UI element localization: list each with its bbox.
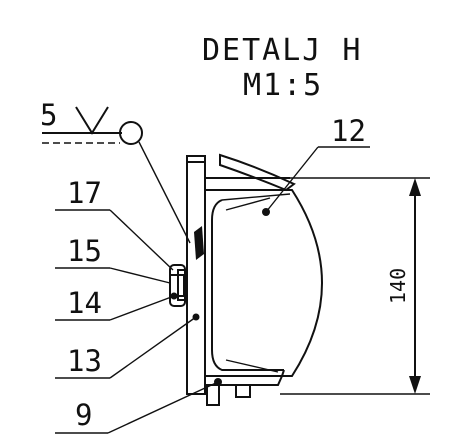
callout-12: 12 <box>262 114 370 216</box>
callout-9: 9 <box>55 378 222 434</box>
svg-text:9: 9 <box>75 398 92 432</box>
callout-15: 15 <box>55 234 171 284</box>
callout-13: 13 <box>55 313 200 379</box>
callout-17: 17 <box>55 176 174 271</box>
weld-size-label: 5 <box>40 98 57 132</box>
top-hook <box>205 153 296 192</box>
svg-text:14: 14 <box>67 286 102 320</box>
svg-text:13: 13 <box>67 344 102 378</box>
wall-plate <box>186 155 206 395</box>
detail-title: DETALJ H <box>202 33 363 68</box>
svg-text:17: 17 <box>67 176 102 210</box>
svg-text:15: 15 <box>67 234 102 268</box>
detail-scale: M1:5 <box>243 68 323 103</box>
dimension-value: 140 <box>386 268 410 304</box>
bolt-nut-assembly <box>169 264 188 307</box>
svg-text:12: 12 <box>331 114 366 148</box>
fillet-weld-all-around-icon: 5 <box>40 98 191 244</box>
weld-bead <box>194 226 204 260</box>
callout-14: 14 <box>55 286 178 321</box>
bracket-body <box>205 189 323 406</box>
dimension-140: 140 <box>386 178 421 394</box>
